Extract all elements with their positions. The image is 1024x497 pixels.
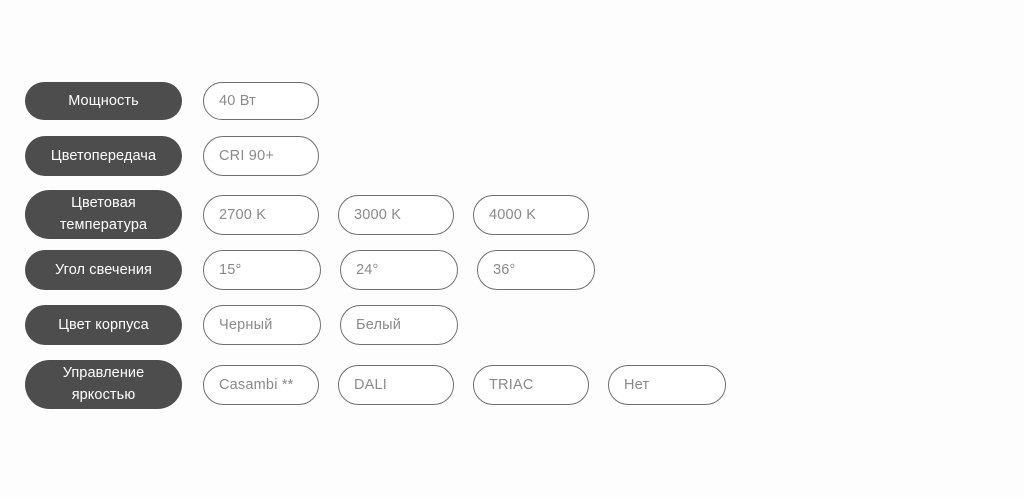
option-group-power: 40 Вт <box>203 82 319 120</box>
option-chip-beam-15deg[interactable]: 15° <box>203 250 321 290</box>
option-chip-dimming-none[interactable]: Нет <box>608 364 726 405</box>
option-chip-cct-2700k[interactable]: 2700 K <box>203 194 319 235</box>
spec-row-power: Мощность 40 Вт <box>25 82 319 120</box>
option-chip-dimming-triac[interactable]: TRIAC <box>473 364 589 405</box>
spec-label-beam-angle: Угол свечения <box>25 250 182 290</box>
option-group-color-temperature: 2700 K 3000 K 4000 K <box>203 190 589 239</box>
option-group-dimming-control: Casambi ** DALI TRIAC Нет <box>203 360 726 409</box>
spec-row-beam-angle: Угол свечения 15° 24° 36° <box>25 250 595 290</box>
option-chip-beam-24deg[interactable]: 24° <box>340 250 458 290</box>
spec-label-power: Мощность <box>25 82 182 120</box>
spec-label-color-temperature: Цветовая температура <box>25 190 182 239</box>
option-chip-dimming-casambi[interactable]: Casambi ** <box>203 364 319 405</box>
option-chip-beam-36deg[interactable]: 36° <box>477 250 595 290</box>
option-chip-cct-3000k[interactable]: 3000 K <box>338 194 454 235</box>
option-chip-power-40w[interactable]: 40 Вт <box>203 82 319 120</box>
option-group-cri: CRI 90+ <box>203 136 319 176</box>
spec-label-cri: Цветопередача <box>25 136 182 176</box>
spec-row-color-temperature: Цветовая температура 2700 K 3000 K 4000 … <box>25 190 589 239</box>
option-group-housing-color: Черный Белый <box>203 305 458 345</box>
spec-row-cri: Цветопередача CRI 90+ <box>25 136 319 176</box>
spec-row-dimming-control: Управление яркостью Casambi ** DALI TRIA… <box>25 360 726 409</box>
option-chip-cri-90plus[interactable]: CRI 90+ <box>203 136 319 176</box>
spec-label-housing-color: Цвет корпуса <box>25 305 182 345</box>
option-chip-housing-black[interactable]: Черный <box>203 305 321 345</box>
option-chip-housing-white[interactable]: Белый <box>340 305 458 345</box>
option-group-beam-angle: 15° 24° 36° <box>203 250 595 290</box>
option-chip-cct-4000k[interactable]: 4000 K <box>473 194 589 235</box>
spec-label-dimming-control: Управление яркостью <box>25 360 182 409</box>
option-chip-dimming-dali[interactable]: DALI <box>338 364 454 405</box>
spec-row-housing-color: Цвет корпуса Черный Белый <box>25 305 458 345</box>
